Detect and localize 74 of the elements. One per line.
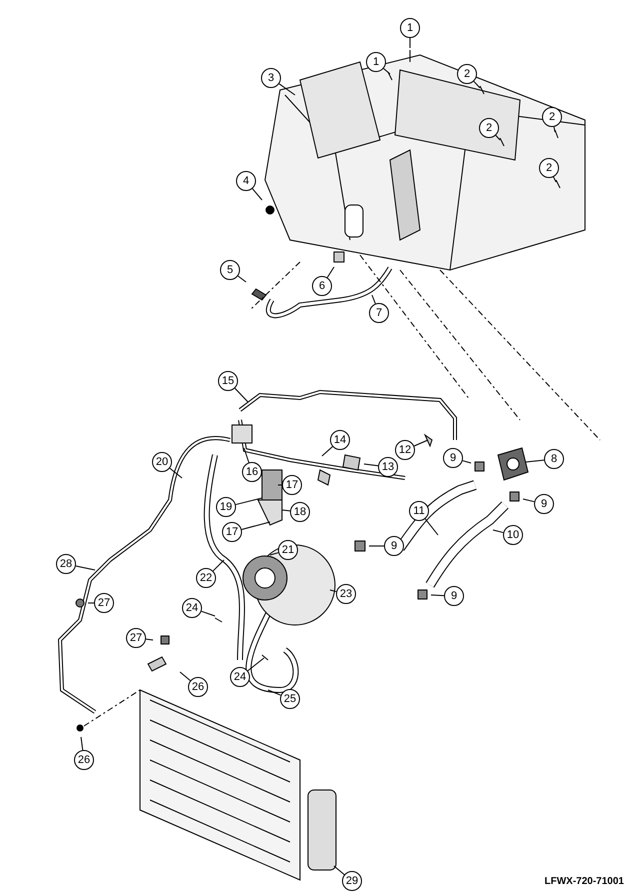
callout-number: 9 xyxy=(534,494,554,514)
callout-number: 15 xyxy=(218,371,238,391)
leader-line xyxy=(200,610,216,616)
leader-line xyxy=(270,552,279,556)
leader-line xyxy=(383,68,390,74)
leader-line xyxy=(212,560,224,572)
callout-number: 17 xyxy=(282,475,302,495)
leader-line xyxy=(414,440,428,447)
leader-line xyxy=(462,460,472,464)
callout-number: 11 xyxy=(409,501,429,521)
callout-number: 13 xyxy=(378,457,398,477)
leader-line xyxy=(80,736,84,751)
leader-line xyxy=(88,602,94,604)
leader-line xyxy=(326,266,334,278)
callout-number: 17 xyxy=(222,522,242,542)
callout-number: 23 xyxy=(336,584,356,604)
callout-number: 3 xyxy=(261,68,281,88)
callout-number: 9 xyxy=(444,586,464,606)
leader-line xyxy=(180,672,191,682)
drawing-code: LFWX-720-71001 xyxy=(544,876,624,887)
leader-line xyxy=(473,80,480,88)
leader-line xyxy=(252,188,262,200)
callout-number: 26 xyxy=(188,677,208,697)
leader-line xyxy=(334,866,345,876)
callout-number: 5 xyxy=(220,260,240,280)
callout-number: 9 xyxy=(443,448,463,468)
callout-number: 22 xyxy=(196,568,216,588)
leader-line xyxy=(424,518,438,536)
callout-number: 25 xyxy=(280,689,300,709)
leader-line xyxy=(278,83,296,96)
callout-number: 29 xyxy=(342,871,362,891)
leader-line xyxy=(169,468,182,478)
leader-line xyxy=(372,294,376,304)
leader-line xyxy=(430,594,444,596)
callout-number: 21 xyxy=(278,540,298,560)
callout-number: 24 xyxy=(182,598,202,618)
leader-line xyxy=(247,658,264,672)
callout-number: 27 xyxy=(126,628,146,648)
callout-number: 8 xyxy=(544,449,564,469)
callout-number: 6 xyxy=(312,276,332,296)
callout-number: 14 xyxy=(330,430,350,450)
callout-number: 26 xyxy=(74,750,94,770)
callout-number: 18 xyxy=(290,502,310,522)
callout-number: 20 xyxy=(152,452,172,472)
leader-line xyxy=(522,498,535,502)
callout-number: 2 xyxy=(457,64,477,84)
callout-number: 12 xyxy=(395,440,415,460)
leader-line xyxy=(553,126,556,132)
leader-line xyxy=(330,590,337,592)
leader-line xyxy=(244,448,250,464)
callout-number: 9 xyxy=(384,536,404,556)
leader-line xyxy=(278,484,282,486)
leader-line xyxy=(322,446,334,456)
leader-line xyxy=(492,530,504,534)
leader-line xyxy=(145,638,154,640)
callout-number: 16 xyxy=(242,462,262,482)
callout-number: 27 xyxy=(94,593,114,613)
callout-number: 4 xyxy=(236,171,256,191)
leader-line xyxy=(282,510,291,512)
leader-line xyxy=(268,690,282,696)
callout-number: 28 xyxy=(56,554,76,574)
leader-line xyxy=(235,498,262,506)
leader-line xyxy=(364,464,379,466)
callout-number: 1 xyxy=(366,52,386,72)
callout-number: 7 xyxy=(369,303,389,323)
callout-number: 10 xyxy=(503,525,523,545)
leader-line xyxy=(75,566,96,570)
callout-number: 19 xyxy=(216,497,236,517)
leader-line xyxy=(234,388,248,402)
leader-line xyxy=(238,276,246,282)
callout-number: 1 xyxy=(400,18,420,38)
leader-line xyxy=(526,460,545,462)
leader-line xyxy=(241,522,270,530)
callout-number: 24 xyxy=(230,667,250,687)
